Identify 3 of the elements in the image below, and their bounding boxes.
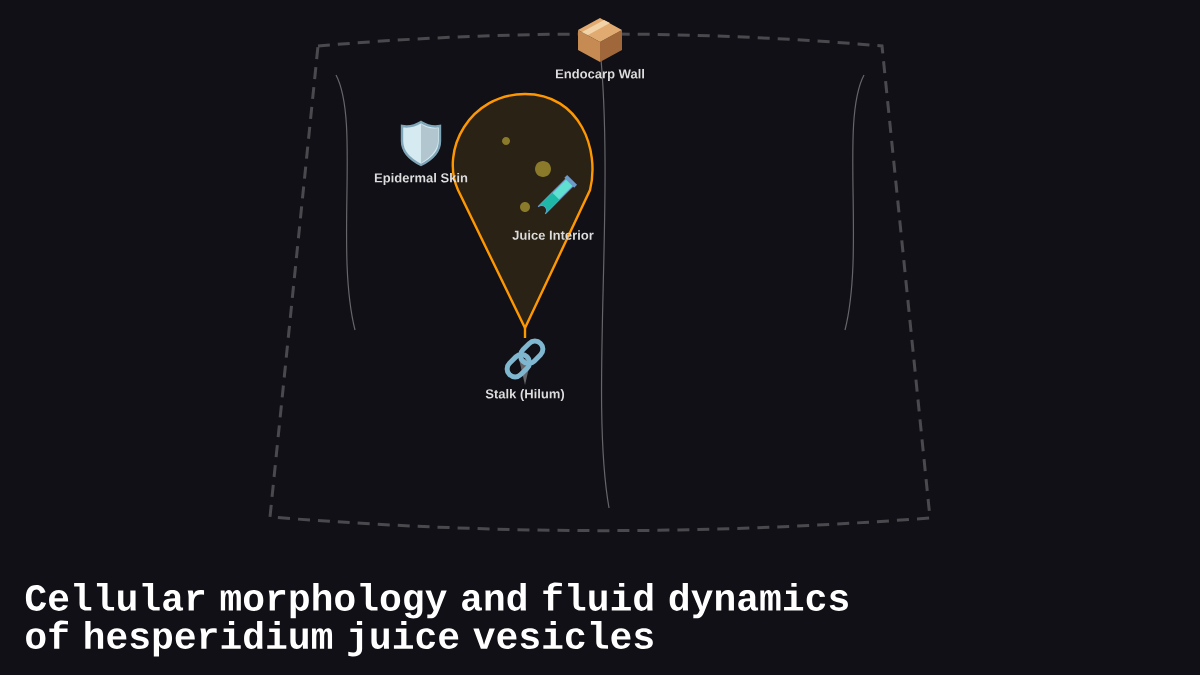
part-label: Endocarp Wall [556,68,644,82]
title: Cellular morphology and fluid dynamics of hesperidium juice vesicles [25,582,848,657]
part-label: Stalk (Hilum) [485,388,565,402]
